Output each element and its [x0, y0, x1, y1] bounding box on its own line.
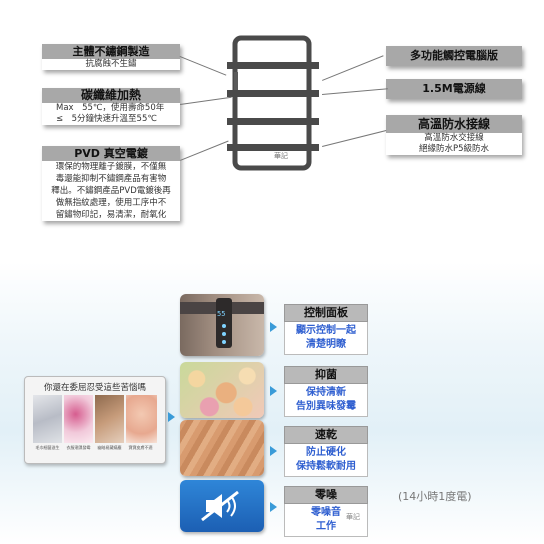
- arrow-right-icon: [270, 386, 277, 396]
- feature-desc: 顯示控制一起 清楚明瞭: [284, 322, 368, 355]
- label-steel-title: 主體不鏽鋼製造: [42, 44, 180, 59]
- display-led-icon: [222, 340, 226, 344]
- display-led-icon: [222, 332, 226, 336]
- thumb-baby-skin: [126, 395, 157, 443]
- thumb-label-3: 寶寶皮膚不適: [128, 445, 153, 450]
- label-control-panel: 多功能觸控電腦版: [386, 46, 522, 66]
- label-pvd-line5: 留鏽物印記，易清潔，耐氧化: [55, 210, 167, 220]
- arrow-right-icon: [270, 502, 277, 512]
- image-zero-noise: [180, 480, 264, 532]
- label-carbon-line1: Max 55℃，使用壽命50年: [56, 103, 165, 113]
- feature-desc: 保持清新 告別異味發霉: [284, 384, 368, 417]
- feature-desc-line: 清楚明瞭: [306, 339, 346, 350]
- feature-desc: 零噪音 工作: [284, 504, 368, 537]
- image-flowers: [180, 362, 264, 418]
- image-control-panel: 55: [180, 294, 264, 356]
- label-steel-body: 主體不鏽鋼製造 抗腐蝕不生鏽: [42, 44, 180, 70]
- feature-desc-line: 告別異味發霉: [296, 401, 356, 412]
- rack-brand-mark: 華記: [274, 152, 288, 160]
- label-waterproof: 高溫防水接線 高溫防水交接線 絕緣防水P5級防水: [386, 115, 522, 155]
- label-pvd: PVD 真空電鍍 環保的物理離子鍍膜，不僅無 毒還能抑制不鏽鋼產品有害物 釋出。…: [42, 146, 180, 221]
- label-cable-title: 1.5M電源線: [386, 79, 522, 99]
- display-led-icon: [222, 324, 226, 328]
- label-carbon-heating: 碳纖維加熱 Max 55℃，使用壽命50年 ≤ 5分鐘快速升溫至55℃: [42, 88, 180, 125]
- label-steel-sub: 抗腐蝕不生鏽: [42, 59, 180, 70]
- thumb-dust-mites: [95, 395, 124, 443]
- label-waterproof-line2: 絕緣防水P5級防水: [418, 144, 490, 154]
- feature-desc: 防止硬化 保持鬆軟耐用: [284, 444, 368, 477]
- label-carbon-title: 碳纖維加熱: [42, 88, 180, 103]
- feature-title: 零噪: [284, 486, 368, 504]
- feature-desc-line: 保持清新: [306, 387, 346, 398]
- complaints-thumbnails: [33, 395, 157, 443]
- display-unit: 55: [216, 298, 232, 348]
- thumb-label-2: 幽暗易藏蟎塵: [97, 445, 122, 450]
- label-waterproof-line1: 高溫防水交接線: [424, 133, 484, 143]
- feature-desc-line: 工作: [316, 521, 336, 532]
- arrow-right-icon: [270, 446, 277, 456]
- label-pvd-line1: 環保的物理離子鍍膜，不僅無: [55, 162, 167, 172]
- feature-zero-noise: 零噪 零噪音 工作: [284, 486, 368, 537]
- feature-desc-line: 防止硬化: [306, 447, 346, 458]
- label-power-cable: 1.5M電源線: [386, 79, 522, 99]
- feature-antibacterial: 抑菌 保持清新 告別異味發霉: [284, 366, 368, 417]
- feature-desc-line: 保持鬆軟耐用: [296, 461, 356, 472]
- thumb-mold-clothes: [64, 395, 93, 443]
- image-towel: [180, 420, 264, 476]
- feature-quick-dry: 速乾 防止硬化 保持鬆軟耐用: [284, 426, 368, 477]
- label-pvd-title: PVD 真空電鍍: [42, 146, 180, 161]
- label-pvd-line3: 釋出。不鏽鋼產品PVD電鍍後再: [51, 186, 171, 196]
- thumb-label-0: 毛巾細菌滋生: [35, 445, 60, 450]
- display-digits: 55: [217, 310, 226, 318]
- thumb-label-1: 衣服潮濕發霉: [66, 445, 91, 450]
- complaints-panel: 你還在委屈忍受這些苦惱嗎 毛巾細菌滋生 衣服潮濕發霉 幽暗易藏蟎塵 寶寶皮膚不適: [24, 376, 166, 464]
- feature-title: 速乾: [284, 426, 368, 444]
- feature-control-panel: 控制面板 顯示控制一起 清楚明瞭: [284, 304, 368, 355]
- feature-title: 抑菌: [284, 366, 368, 384]
- mute-icon: [201, 490, 239, 522]
- label-pvd-line4: 做無指紋處理，使用工序中不: [55, 198, 167, 208]
- energy-note: (14小時1度電): [398, 490, 472, 503]
- feature-desc-line: 顯示控制一起: [296, 325, 356, 336]
- towel-rack-illustration: [227, 35, 319, 171]
- thumb-towel-bacteria: [33, 395, 62, 443]
- feature-desc-line: 零噪音: [311, 507, 341, 518]
- label-panel-title: 多功能觸控電腦版: [386, 46, 522, 66]
- arrow-right-icon: [168, 412, 175, 422]
- watermark: 華記: [346, 513, 360, 521]
- label-carbon-line2: ≤ 5分鐘快速升溫至55℃: [56, 114, 157, 124]
- label-waterproof-title: 高溫防水接線: [386, 115, 522, 133]
- feature-title: 控制面板: [284, 304, 368, 322]
- arrow-right-icon: [270, 322, 277, 332]
- label-pvd-line2: 毒還能抑制不鏽鋼產品有害物: [55, 174, 167, 184]
- complaints-title: 你還在委屈忍受這些苦惱嗎: [43, 383, 146, 393]
